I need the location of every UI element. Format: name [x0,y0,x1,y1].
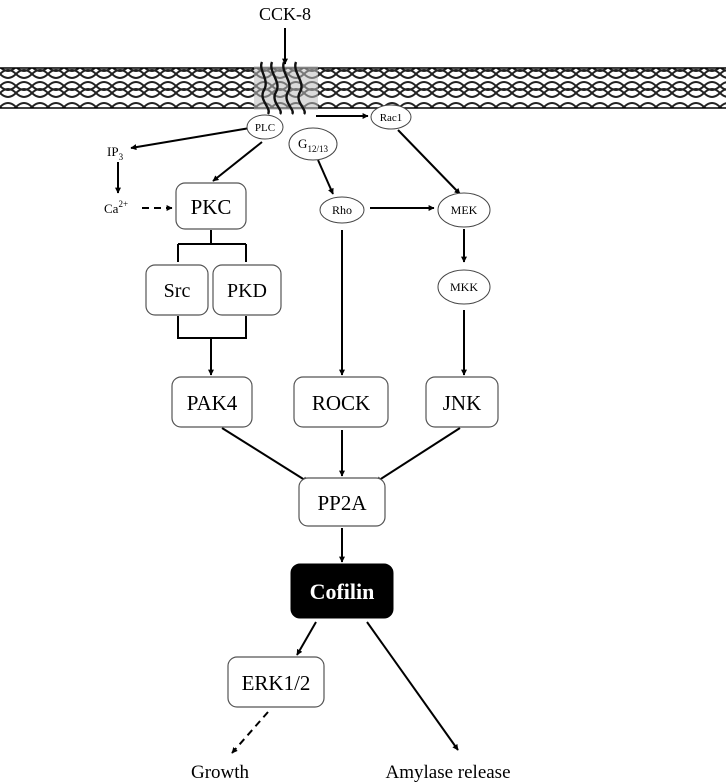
node-cofilin-box [290,563,394,619]
node-rho: Rho [319,196,365,224]
node-pak4: PAK4 [171,376,253,428]
node-pak4-label: PAK4 [187,391,238,415]
edge-rac1-mek [397,129,461,195]
node-ip3-sub: 3 [119,152,124,162]
node-pp2a: PP2A [298,477,386,527]
node-jnk-label: JNK [443,391,482,415]
edge-cofilin-erk [296,621,317,656]
node-cofilin: Cofilin [290,563,394,619]
node-g1213-base: G [298,136,307,151]
edge-cofilin-amylase [366,621,459,751]
node-erk-label: ERK1/2 [242,671,311,695]
edge-src-pkd-merge [177,316,247,339]
node-g1213-sub: 12/13 [307,144,328,154]
cck-receptor-icon [254,61,318,115]
node-pkc-label: PKC [191,195,232,219]
node-rac1-label: Rac1 [380,112,403,124]
node-plc: PLC [246,114,284,140]
node-ca: Ca2+ [104,199,128,216]
outcome-amylase-release: Amylase release [385,762,510,783]
node-pkd-label: PKD [227,280,267,302]
node-pkc: PKC [175,182,247,230]
node-src: Src [145,264,209,316]
node-jnk: JNK [425,376,499,428]
svg-text:G12/13: G12/13 [298,136,328,154]
edge-erk-growth [231,711,269,754]
node-pp2a-label: PP2A [317,491,367,515]
cell-membrane [0,67,726,109]
node-plc-label: PLC [255,122,275,134]
node-ip3-base: IP [107,144,119,159]
ligand-label: CCK-8 [259,4,311,24]
node-mek-label: MEK [451,203,478,217]
node-erk: ERK1/2 [227,656,325,708]
node-rock: ROCK [293,376,389,428]
edge-plc-ip3 [130,127,251,151]
node-rock-label: ROCK [312,391,370,415]
edge-pak4-pp2a [221,427,309,483]
node-ca-sup: 2+ [118,199,128,209]
node-src-label: Src [164,280,191,302]
edge-plc-pkc [212,141,263,182]
node-mkk: MKK [437,269,491,305]
node-rho-label: Rho [332,203,352,217]
outcome-growth: Growth [191,762,250,783]
pathway-edges [115,28,467,754]
node-mkk-label: MKK [450,280,478,294]
node-cofilin-label: Cofilin [310,579,375,604]
edge-pkc-split [177,230,247,262]
node-pkd: PKD [212,264,282,316]
edge-g1213-rho [317,159,334,195]
node-mek: MEK [437,192,491,228]
node-ca-base: Ca [104,201,119,216]
node-g1213: G12/13 [288,127,338,161]
node-ip3: IP3 [107,144,124,162]
node-rac1: Rac1 [370,104,412,130]
edge-jnk-pp2a [375,427,461,483]
